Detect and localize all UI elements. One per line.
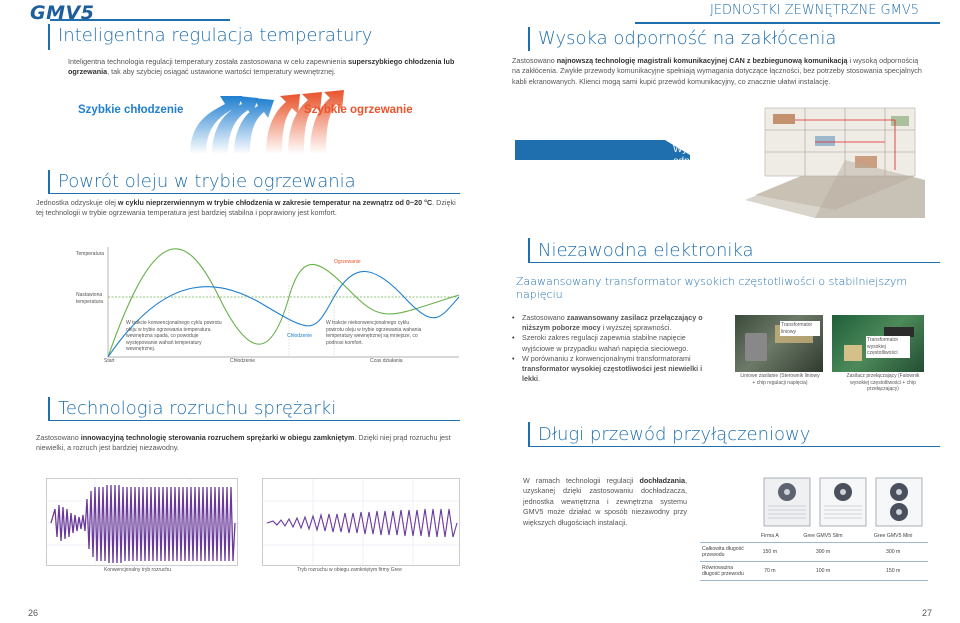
- oil-return-text: Jednostka odzyskuje olej w cyklu nieprze…: [36, 198, 456, 218]
- heat-arrows: [266, 90, 344, 154]
- table-cell: 300 m: [787, 542, 859, 562]
- page-number-right: 27: [922, 608, 933, 618]
- section-divider: [528, 446, 940, 447]
- table-row: Całkowita długość przewodu 150 m 300 m 3…: [700, 542, 928, 562]
- section-marker: [48, 170, 50, 194]
- conventional-start-caption: Konwencjonalny tryb rozruchu: [104, 567, 171, 573]
- section-title-electronics: Niezawodna elektronika: [538, 240, 754, 261]
- header-section-title: JEDNOSTKI ZEWNĘTRZNE GMV5: [710, 3, 920, 18]
- chart-x-end: Czas działania: [370, 358, 403, 364]
- interference-badge: Wysoka odporność na zakłócenia: [673, 144, 734, 178]
- table-header-row: Firma A Gree GMV5 Slim Gree GMV5 Mini: [700, 530, 928, 543]
- chart-note-left: W trakcie konwencjonalnego cyklu powrotu…: [126, 320, 222, 352]
- unit-gmv5-mini: [875, 477, 923, 527]
- section-divider: [48, 193, 460, 194]
- logo: GMV5: [30, 2, 95, 24]
- outdoor-units-illustration: [760, 476, 930, 528]
- section-title-compressor: Technologia rozruchu sprężarki: [58, 398, 337, 419]
- electronics-subtitle: Zaawansowany transformator wysokich częs…: [516, 275, 908, 302]
- improved-temp-curve: [107, 271, 460, 358]
- chart-note-right: W trakcie niekonwencjonalnego cyklu powr…: [326, 320, 422, 346]
- closed-loop-start-caption: Tryb rozruchu w obiegu zamkniętym firmy …: [297, 567, 402, 573]
- bullet-hf-transformer: W porównaniu z konwencjonalnymi transfor…: [512, 354, 708, 385]
- col-header-gmv5-slim: Gree GMV5 Slim: [787, 530, 859, 543]
- section-marker: [528, 422, 530, 447]
- unit-firma-a: [763, 477, 811, 527]
- table-cell: 150 m: [858, 561, 928, 581]
- section-title-interference: Wysoka odporność na zakłócenia: [538, 28, 837, 49]
- section-marker: [48, 397, 50, 421]
- top-accent-bar-left: [50, 19, 230, 21]
- bullet-voltage-range: Szeroki zakres regulacji zapewnia stabil…: [512, 333, 708, 353]
- page-number-left: 26: [28, 608, 39, 618]
- row-label-total: Całkowita długość przewodu: [700, 542, 752, 562]
- fast-mode-illustration: [60, 82, 460, 154]
- top-accent-bar-right: [635, 22, 940, 24]
- long-pipe-text: W ramach technologii regulacji dochładza…: [523, 476, 687, 527]
- section-marker: [528, 238, 530, 263]
- section-title-temp-regulation: Inteligentna regulacja temperatury: [58, 25, 373, 46]
- table-cell: 150 m: [752, 542, 788, 562]
- chart-y-label: Temperatura: [76, 251, 105, 257]
- switching-psu-caption: Zasilacz przełączający (Falownik wysokie…: [846, 373, 920, 392]
- compressor-text: Zastosowano innowacyjną technologię ster…: [36, 433, 451, 453]
- section-marker: [48, 24, 50, 50]
- table-row: Równoważna długość przewodu 70 m 100 m 1…: [700, 561, 928, 581]
- section-title-long-pipe: Długi przewód przyłączeniowy: [538, 424, 811, 445]
- chart-x-start: Start: [104, 358, 115, 364]
- chart-set-temp-label: Nastawiona temperatura: [76, 292, 103, 305]
- table-cell: 300 m: [858, 542, 928, 562]
- temp-regulation-text: Inteligentna technologia regulacji tempe…: [68, 57, 455, 77]
- section-divider: [528, 262, 940, 263]
- closed-loop-start-waveform: [262, 478, 461, 567]
- pipe-length-table: Firma A Gree GMV5 Slim Gree GMV5 Mini Ca…: [700, 530, 928, 581]
- table-cell: 70 m: [752, 561, 788, 581]
- chart-cooling-label: Chłodzenie: [287, 333, 313, 339]
- unit-gmv5-slim: [819, 477, 867, 527]
- col-header-gmv5-mini: Gree GMV5 Mini: [858, 530, 928, 543]
- section-marker: [528, 27, 530, 51]
- chart-x-mid: Chłodzenie: [230, 358, 256, 364]
- oil-return-chart: [74, 245, 464, 370]
- table-cell: 100 m: [787, 561, 859, 581]
- conventional-temp-curve: [107, 248, 460, 358]
- chart-heating-label: Ogrzewanie: [334, 259, 361, 265]
- conventional-start-waveform: [46, 478, 239, 567]
- linear-transformer-label: Transformator liniowy: [780, 321, 820, 336]
- bullet-switching-psu: Zastosowano zaawansowany zasilacz przełą…: [512, 313, 708, 333]
- section-title-oil-return: Powrót oleju w trybie ogrzewania: [58, 171, 356, 192]
- linear-psu-caption: Liniowe zasilanie (Sterownik liniowy + c…: [740, 373, 820, 386]
- fast-heating-label: Szybkie ogrzewanie: [304, 104, 413, 116]
- interference-text: Zastosowano najnowszą technologię magist…: [512, 56, 922, 86]
- electronics-bullets: Zastosowano zaawansowany zasilacz przełą…: [512, 313, 708, 385]
- hf-transformer-label: Transformator wysokiej częstotliwości: [866, 336, 910, 358]
- fast-cooling-label: Szybkie chłodzenie: [78, 104, 184, 116]
- cool-arrows: [190, 96, 274, 154]
- row-label-equivalent: Równoważna długość przewodu: [700, 561, 752, 581]
- col-header-firma-a: Firma A: [752, 530, 788, 543]
- section-divider: [48, 420, 460, 421]
- building-illustration: [515, 100, 925, 218]
